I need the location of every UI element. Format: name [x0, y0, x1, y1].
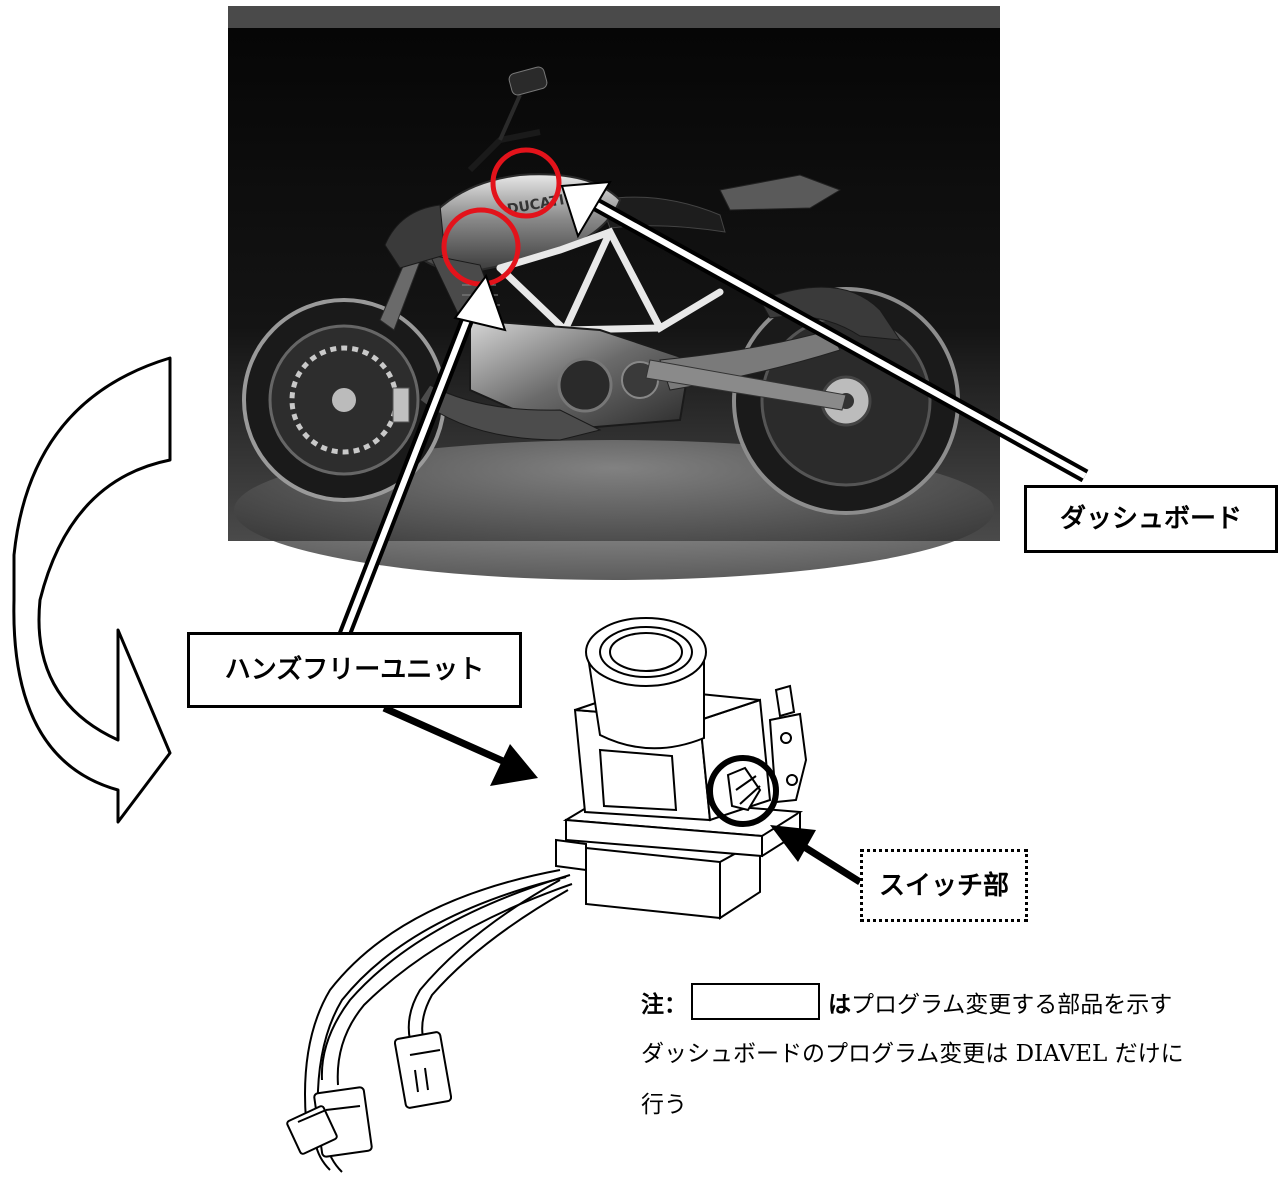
highlight-circle-dashboard — [490, 147, 562, 219]
note-line-2: ダッシュボードのプログラム変更は DIAVEL だけに — [641, 1041, 1184, 1067]
curved-arrow-icon — [12, 356, 172, 824]
handsfree-unit-label-text: ハンズフリーユニット — [224, 655, 485, 685]
pointer-arrow-icon — [337, 273, 507, 639]
note-legend-box — [691, 983, 820, 1020]
note-line-1: 注： は プログラム変更する部品を示す — [641, 983, 1172, 1020]
handsfree-unit-label: ハンズフリーユニット — [187, 632, 522, 708]
dashboard-label: ダッシュボード — [1024, 485, 1278, 553]
handsfree-unit-drawing — [286, 617, 808, 1173]
connector-icon — [393, 1031, 453, 1109]
motorcycle-photo: DUCATI — [228, 6, 1000, 580]
pointer-arrow-icon — [560, 180, 1089, 483]
dashboard-label-text: ダッシュボード — [1059, 504, 1242, 534]
note-line-3: 行う — [641, 1092, 687, 1118]
highlight-circle-switch — [707, 755, 779, 827]
switch-part-label: スイッチ部 — [860, 849, 1028, 922]
switch-part-label-text: スイッチ部 — [878, 870, 1009, 901]
switch-part-detail — [726, 766, 762, 812]
front-wheel-icon — [242, 298, 446, 502]
connector-icon — [286, 1105, 338, 1155]
note-line-1-text: プログラム変更する部品を示す — [851, 991, 1173, 1018]
pointer-arrow-icon — [770, 825, 862, 885]
photo-top-bar — [228, 6, 1000, 28]
note-emphasis: は — [828, 991, 851, 1018]
note-prefix: 注： — [641, 991, 687, 1018]
pointer-arrow-icon — [382, 704, 538, 786]
